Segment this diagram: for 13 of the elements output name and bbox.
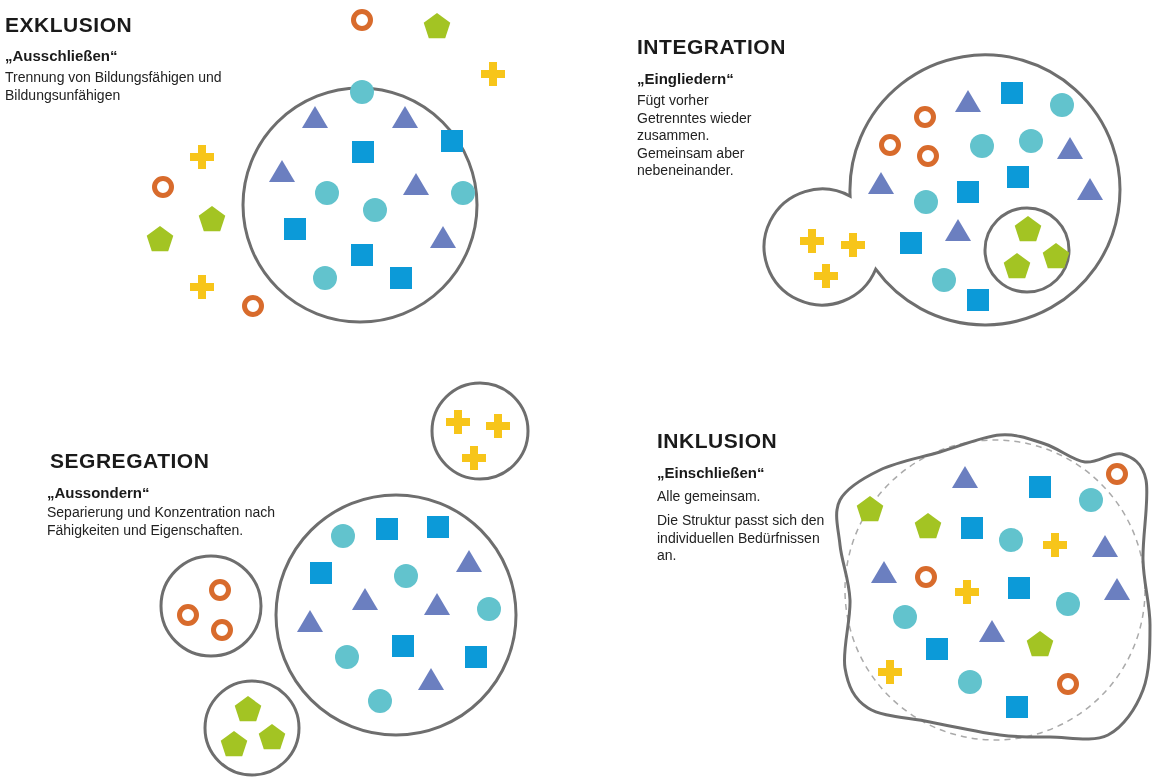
description-text: Alle gemeinsam. <box>657 488 762 506</box>
section-heading: EXKLUSION <box>5 12 134 38</box>
section-heading: INKLUSION <box>657 428 779 454</box>
subheading: „Aussondern“ <box>47 484 151 503</box>
subheading: „Ausschließen“ <box>5 47 119 66</box>
description-text: Die Struktur passt sich den individuellen Bedürfnissen an. <box>657 512 826 565</box>
description-text: Trennung von Bildungsfähigen und Bildungsunfähigen <box>5 69 223 104</box>
description-text: Separierung und Konzentration nach Fähigkeiten und Eigenschaften. <box>47 504 277 539</box>
section-heading: INTEGRATION <box>637 34 787 60</box>
subheading: „Einschließen“ <box>657 464 766 483</box>
description-text: Fügt vorher Getrenntes wieder zusammen. Gemeinsam aber nebeneinander. <box>637 92 753 180</box>
subheading: „Eingliedern“ <box>637 70 735 89</box>
section-heading: SEGREGATION <box>50 448 211 474</box>
